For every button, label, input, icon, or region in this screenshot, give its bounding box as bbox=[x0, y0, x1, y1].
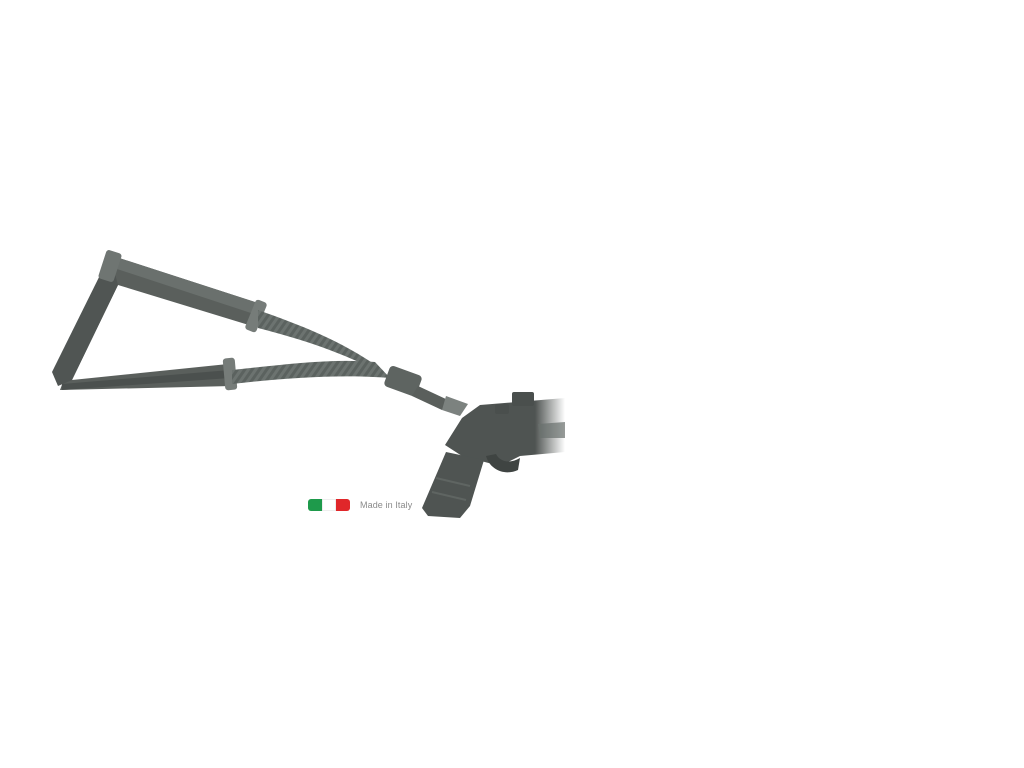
flag-white-band bbox=[322, 499, 336, 511]
quick-release-buckle bbox=[384, 365, 468, 416]
shotgun-stock bbox=[422, 392, 565, 518]
buckle-top bbox=[98, 250, 122, 282]
bungee-cord bbox=[232, 310, 390, 384]
italy-flag-icon bbox=[308, 499, 350, 511]
slider-upper bbox=[245, 299, 267, 333]
origin-label: Made in Italy bbox=[360, 500, 413, 510]
flag-red-band bbox=[336, 499, 350, 511]
flag-green-band bbox=[308, 499, 322, 511]
made-in-italy-badge: Made in Italy bbox=[308, 499, 412, 511]
sling-strap bbox=[52, 255, 258, 390]
